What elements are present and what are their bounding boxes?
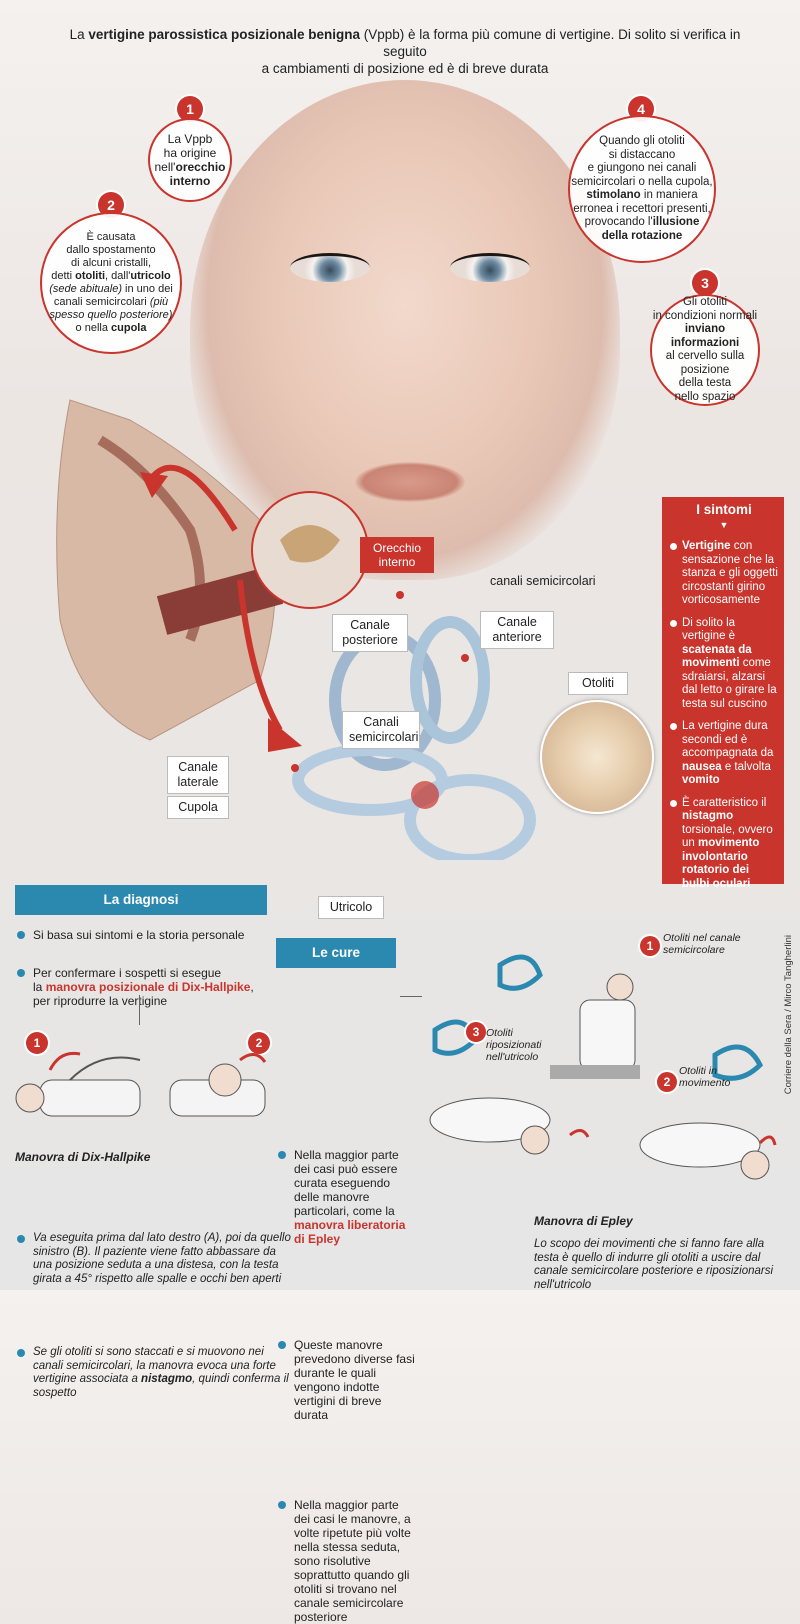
sintomi-title: I sintomi xyxy=(696,502,752,517)
dix-hallpike-note-2: Se gli otoliti si sono staccati e si muo… xyxy=(15,1346,295,1400)
sintomo-item: La vertigine dura secondi ed è accompagn… xyxy=(670,720,778,788)
connector-arrow xyxy=(400,996,422,997)
label-cupola: Cupola xyxy=(167,796,229,819)
triangle-down-icon: ▼ xyxy=(719,519,729,530)
label-canale-posteriore: Canale posteriore xyxy=(332,614,408,652)
sintomo-item: Di solito la vertigine è scatenata da mo… xyxy=(670,617,778,712)
figure-1-number: 1 xyxy=(26,1032,48,1054)
epley-step-3-text: Otoliti riposizionati nell'utricolo xyxy=(486,1027,542,1063)
left-eye xyxy=(290,253,370,282)
label-canale-laterale: Canale laterale xyxy=(167,756,229,794)
lips xyxy=(355,462,465,502)
ear-inner-ear-illustration xyxy=(56,399,536,860)
connector-line xyxy=(139,995,140,1025)
diagnosi-header: La diagnosi xyxy=(15,885,267,915)
diagnosi-bullet-1: Si basa sui sintomi e la storia personal… xyxy=(15,928,288,942)
label-canale-anteriore: Canale anteriore xyxy=(480,611,554,649)
epley-step-2-text: Otoliti in movimento xyxy=(679,1065,731,1089)
epley-title: Manovra di Epley xyxy=(534,1214,633,1228)
credit: Corriere della Sera / Mirco Tangherlini xyxy=(783,935,794,1095)
intro-text: La vertigine parossistica posizionale be… xyxy=(69,27,741,76)
epley-step-1-number: 1 xyxy=(640,936,660,956)
right-eye xyxy=(450,253,530,282)
epley-note: Lo scopo dei movimenti che si fanno fare… xyxy=(534,1238,774,1291)
label-orecchio-interno: Orecchio interno xyxy=(360,537,434,573)
label-canali-semicircolari: Canali semicircolari xyxy=(342,711,420,749)
epley-illustration xyxy=(429,954,777,1180)
step-1-number: 1 xyxy=(177,96,203,122)
dix-hallpike-note-1: Va eseguita prima dal lato destro (A), p… xyxy=(15,1232,295,1286)
figure-2-number: 2 xyxy=(248,1032,270,1054)
epley-step-3-number: 3 xyxy=(466,1022,486,1042)
cure-header: Le cure xyxy=(276,938,396,968)
dix-hallpike-title: Manovra di Dix-Hallpike xyxy=(15,1150,151,1164)
cure-bullet-3: Nella maggior parte dei casi le manovre,… xyxy=(276,1498,416,1624)
sintomo-item: È caratteristico il nistagmo torsionale,… xyxy=(670,797,778,892)
otoliti-crystals-image xyxy=(540,700,654,814)
cure-bullet-2: Queste manovre prevedono diverse fasi du… xyxy=(276,1338,416,1422)
cure-bullet-1: Nella maggior parte dei casi può essere … xyxy=(276,1148,416,1246)
dix-hallpike-illustration xyxy=(15,1051,267,1117)
epley-step-2-number: 2 xyxy=(657,1072,677,1092)
label-utricolo: Utricolo xyxy=(318,896,384,919)
sintomi-box: I sintomi ▼ Vertigine con sensazione che… xyxy=(662,497,784,890)
epley-step-1-text: Otoliti nel canale semicircolare xyxy=(663,932,741,956)
step-3-number: 3 xyxy=(692,270,718,296)
label-canali-title: canali semicircolari xyxy=(490,574,596,588)
label-otoliti: Otoliti xyxy=(568,672,628,695)
sintomo-item: Vertigine con sensazione che la stanza e… xyxy=(670,540,778,608)
